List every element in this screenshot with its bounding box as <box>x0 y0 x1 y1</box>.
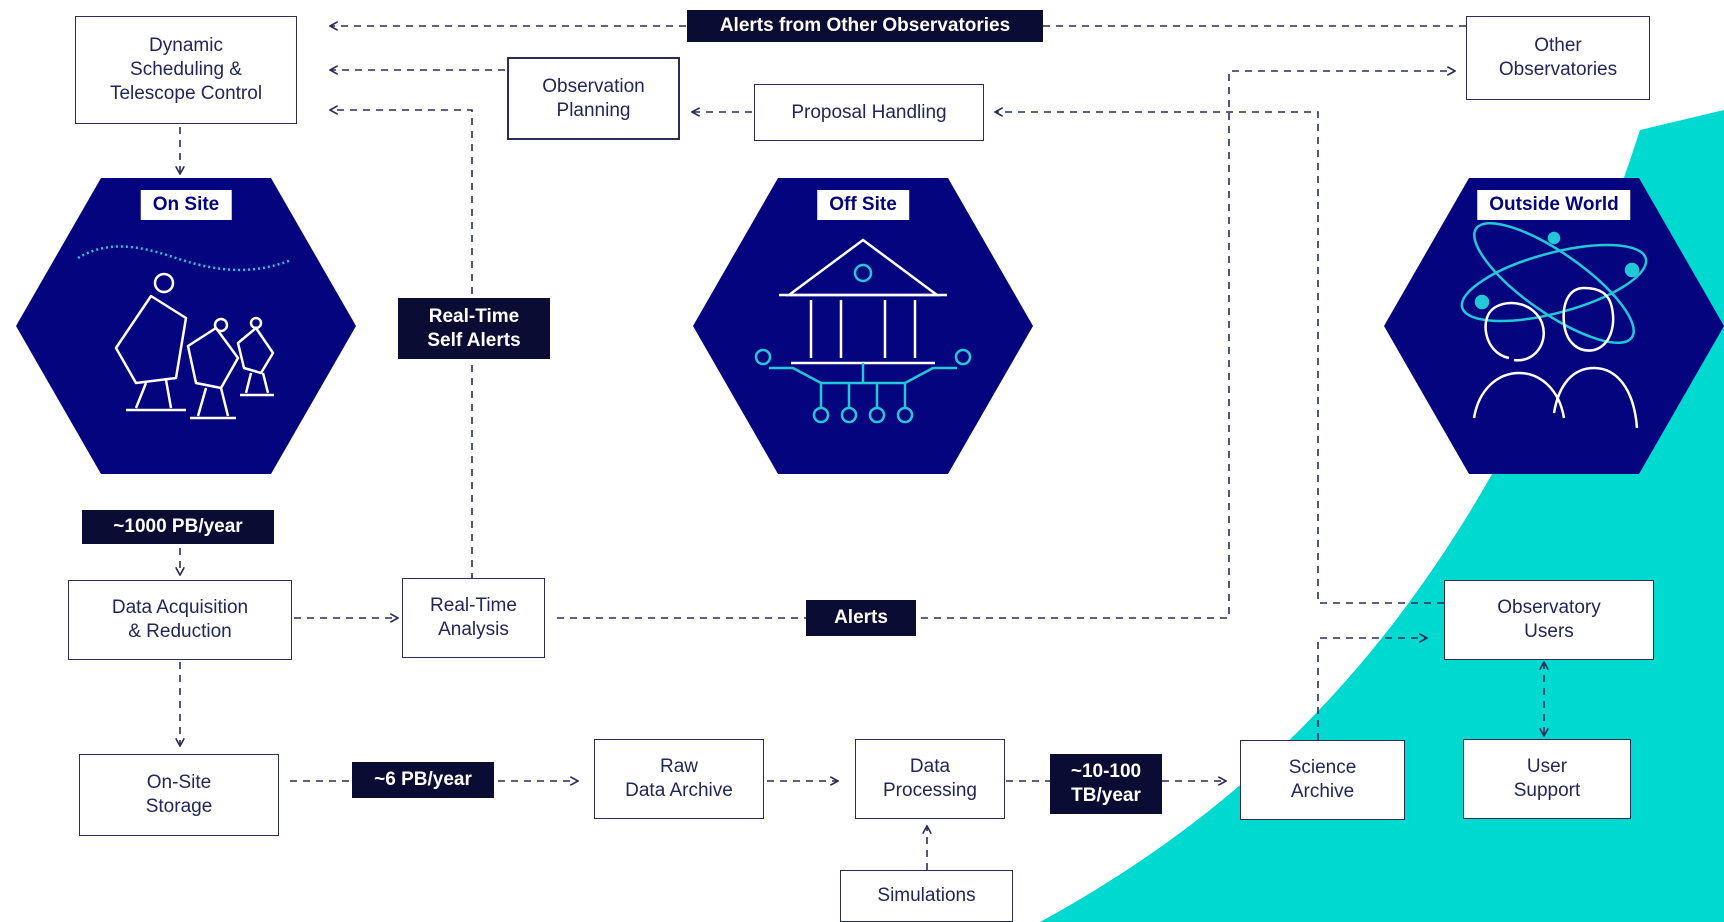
on-site-label: On Site <box>140 190 232 220</box>
alerts-other-observatories-tag: Alerts from Other Observatories <box>687 10 1043 42</box>
rate-10-100-tb-tag: ~10-100 TB/year <box>1050 754 1162 814</box>
other-observatories-box: Other Observatories <box>1466 16 1650 100</box>
user-support-box: User Support <box>1463 739 1631 819</box>
people-atom-icon <box>1460 221 1648 429</box>
off-site-label: Off Site <box>817 190 909 220</box>
proposal-handling-box: Proposal Handling <box>754 84 984 141</box>
outside-world-label: Outside World <box>1477 190 1631 220</box>
raw-data-archive-box: Raw Data Archive <box>594 739 764 819</box>
off-site-hexagon: Off Site <box>693 178 1033 474</box>
observatory-users-box: Observatory Users <box>1444 580 1654 660</box>
data-processing-box: Data Processing <box>855 739 1005 819</box>
rate-6-pb-tag: ~6 PB/year <box>352 762 494 798</box>
alerts-tag: Alerts <box>806 600 916 636</box>
data-acquisition-box: Data Acquisition & Reduction <box>68 580 292 660</box>
institution-network-icon <box>754 238 972 424</box>
science-archive-box: Science Archive <box>1240 740 1405 820</box>
realtime-analysis-box: Real-Time Analysis <box>402 578 545 658</box>
dynamic-scheduling-box: Dynamic Scheduling & Telescope Control <box>75 16 297 124</box>
rate-1000-pb-tag: ~1000 PB/year <box>82 510 274 544</box>
observation-planning-box: Observation Planning <box>507 57 680 140</box>
realtime-self-alerts-tag: Real-Time Self Alerts <box>398 298 550 359</box>
radio-telescopes-icon <box>77 245 292 420</box>
onsite-storage-box: On-Site Storage <box>79 754 279 836</box>
simulations-box: Simulations <box>840 870 1013 922</box>
